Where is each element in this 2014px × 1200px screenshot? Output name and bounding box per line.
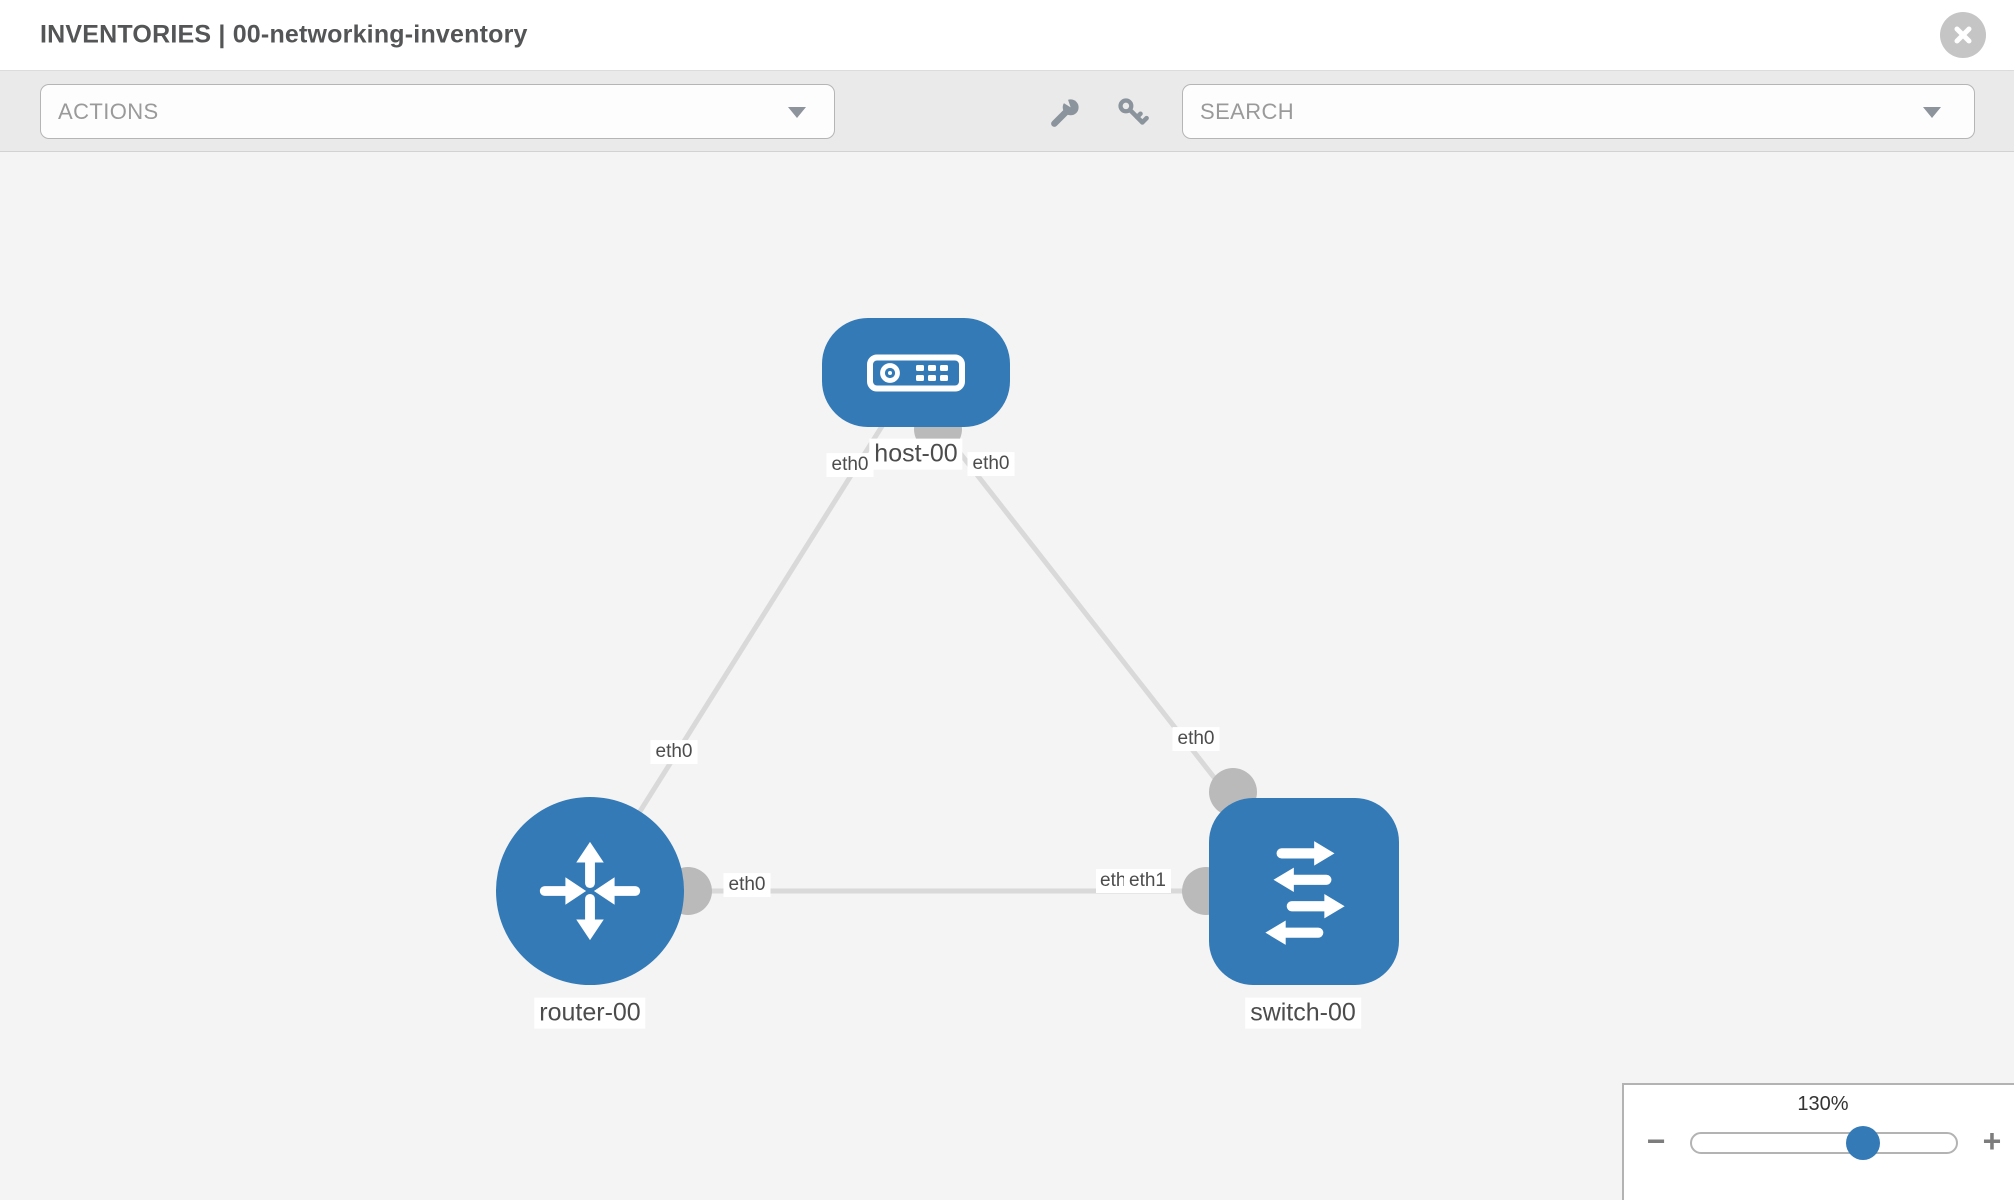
iface-label-switch-to-router: eth1	[1124, 869, 1171, 893]
actions-dropdown[interactable]: ACTIONS	[40, 84, 835, 139]
router-icon	[539, 841, 641, 941]
node-label-host: host-00	[869, 438, 963, 470]
iface-label-host-to-router: eth0	[826, 453, 874, 477]
switch-icon	[1265, 840, 1345, 945]
page-title: INVENTORIES | 00-networking-inventory	[40, 20, 528, 49]
credentials-button[interactable]	[1113, 93, 1153, 133]
chevron-down-icon	[788, 106, 806, 118]
close-icon	[1954, 26, 1972, 44]
zoom-out-button[interactable]: −	[1636, 1121, 1676, 1161]
configure-button[interactable]	[1045, 93, 1085, 133]
node-label-switch: switch-00	[1245, 997, 1361, 1029]
actions-dropdown-label: ACTIONS	[58, 98, 159, 124]
zoom-slider[interactable]	[1690, 1132, 1958, 1154]
iface-label-router-to-switch: eth0	[723, 873, 771, 897]
node-router-00[interactable]	[496, 797, 684, 985]
search-dropdown[interactable]: SEARCH	[1182, 84, 1975, 139]
zoom-panel: 130% − +	[1622, 1083, 2014, 1200]
close-button[interactable]	[1940, 12, 1986, 58]
toolbar: ACTIONS SEARCH	[0, 70, 2014, 152]
zoom-level-value: 130%	[1797, 1093, 1849, 1115]
iface-label-router-to-host: eth0	[650, 740, 698, 764]
iface-label-clipped: eth0	[1096, 869, 1126, 893]
iface-label-host-to-switch: eth0	[967, 452, 1015, 476]
key-icon	[1118, 98, 1149, 125]
iface-label-switch-to-host: eth0	[1172, 727, 1220, 751]
search-placeholder: SEARCH	[1200, 98, 1295, 124]
topology-canvas[interactable]	[0, 152, 2014, 1200]
zoom-in-button[interactable]: +	[1972, 1121, 2012, 1161]
zoom-slider-handle[interactable]	[1846, 1126, 1880, 1160]
node-host-00[interactable]	[822, 318, 1010, 427]
node-switch-00[interactable]	[1209, 798, 1399, 985]
node-label-router: router-00	[534, 997, 646, 1029]
header: INVENTORIES | 00-networking-inventory	[0, 0, 2014, 70]
chevron-down-icon	[1923, 106, 1941, 118]
wrench-icon	[1051, 96, 1079, 127]
host-icon	[867, 354, 965, 391]
